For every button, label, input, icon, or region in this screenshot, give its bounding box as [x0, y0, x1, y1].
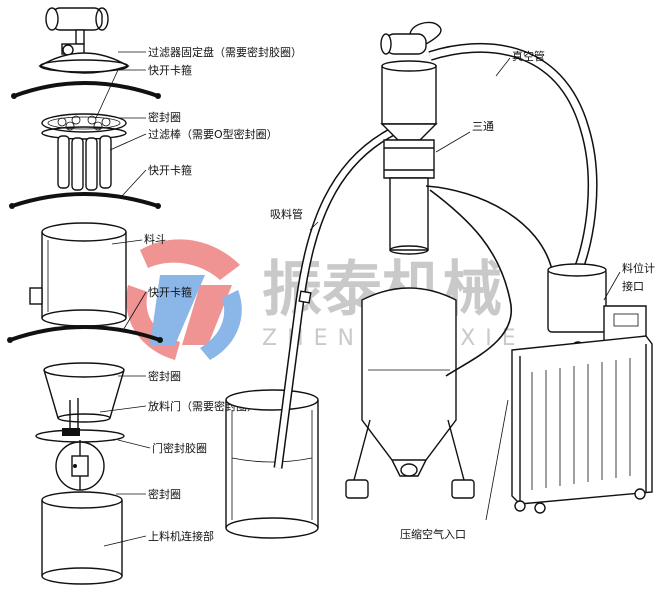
- feeder-connector: [41, 491, 123, 585]
- material-bucket: [225, 389, 319, 539]
- exploded-view: 过滤器固定盘（需要密封胶圈） 快开卡箍 密封圈 过滤棒（需要O型密封圈） 快开卡…: [7, 7, 302, 585]
- discharge-door: [35, 398, 125, 491]
- vacuum-pipe: [428, 42, 598, 272]
- filter-head: [38, 7, 130, 74]
- label-tee: 三通: [472, 120, 494, 133]
- label-hopper: 料斗: [144, 232, 166, 246]
- pump-cabinet: [511, 263, 653, 514]
- watermark: 振泰机械 ZHENTAIJIXIE: [126, 239, 516, 360]
- label-quick-clamp-3: 快开卡箍: [148, 285, 192, 299]
- label-filter-rod: 过滤棒（需要O型密封圈）: [148, 127, 278, 141]
- right-labels: 真空管 三通 吸料管 料位计 接口 压缩空气入口: [270, 49, 655, 541]
- left-labels: 过滤器固定盘（需要密封胶圈） 快开卡箍 密封圈 过滤棒（需要O型密封圈） 快开卡…: [144, 45, 302, 543]
- label-level-port-2: 接口: [622, 280, 644, 293]
- hopper: [29, 222, 127, 327]
- label-seal-ring-1: 密封圈: [148, 110, 181, 124]
- label-filter-plate: 过滤器固定盘（需要密封胶圈）: [148, 45, 302, 59]
- quick-clamp-3: [7, 325, 163, 343]
- label-suction-pipe: 吸料管: [270, 207, 303, 221]
- filter-plate: [41, 113, 127, 140]
- watermark-logo: [126, 239, 242, 360]
- label-seal-ring-3: 密封圈: [148, 487, 181, 501]
- label-quick-clamp-2: 快开卡箍: [148, 163, 192, 177]
- vacuum-feeder: [380, 21, 442, 255]
- label-quick-clamp-1: 快开卡箍: [148, 63, 192, 77]
- suction-pipe: [273, 123, 402, 469]
- quick-clamp-2: [9, 192, 161, 209]
- label-feeder-connector: 上料机连接部: [148, 529, 214, 543]
- left-leaders: [95, 51, 151, 547]
- discharge-cone: [43, 362, 125, 423]
- label-vacuum-pipe: 真空管: [512, 49, 545, 63]
- label-door-gasket: 门密封胶圈: [152, 441, 207, 455]
- assembly-view: 真空管 三通 吸料管 料位计 接口 压缩空气入口: [225, 21, 655, 541]
- label-level-port-1: 料位计: [622, 261, 655, 275]
- label-compressed-air: 压缩空气入口: [400, 527, 466, 541]
- filter-rods: [57, 135, 112, 191]
- quick-clamp-1: [11, 81, 161, 99]
- storage-tank: [345, 287, 475, 499]
- right-leaders: [309, 57, 621, 301]
- label-seal-ring-2: 密封圈: [148, 369, 181, 383]
- air-lines: [425, 185, 553, 521]
